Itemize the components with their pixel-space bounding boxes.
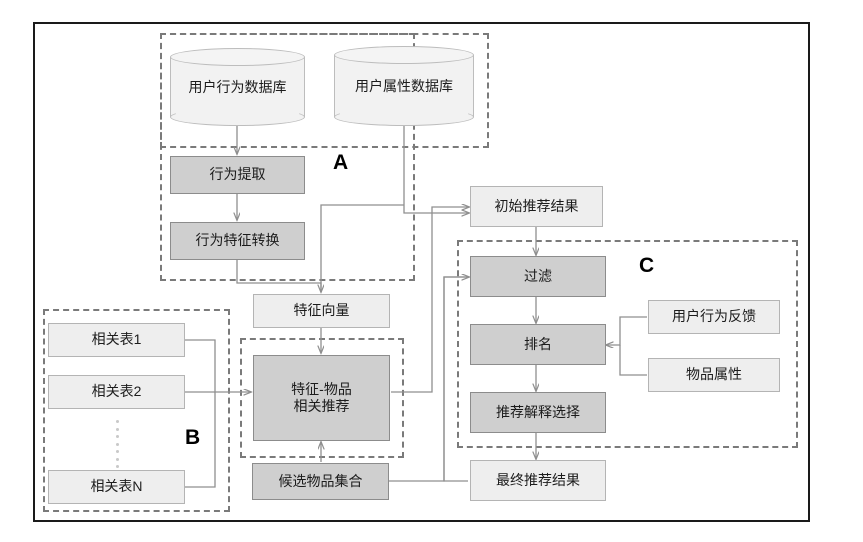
node-feature-item-recommend: 特征-物品 相关推荐 [253, 355, 390, 441]
group-label-a: A [333, 151, 349, 174]
node-final-recommend-result: 最终推荐结果 [470, 460, 606, 501]
node-user-behavior-feedback: 用户行为反馈 [648, 300, 780, 334]
cylinder-body [334, 55, 474, 117]
node-behavior-extraction: 行为提取 [170, 156, 305, 194]
cylinder-bottom [334, 108, 474, 126]
node-related-table-1: 相关表1 [48, 323, 185, 357]
node-recommend-explanation-select: 推荐解释选择 [470, 392, 606, 433]
group-label-b: B [185, 426, 201, 449]
database-user-attribute: 用户属性数据库 [334, 46, 474, 126]
node-feature-vector: 特征向量 [253, 294, 390, 328]
cylinder-top [334, 46, 474, 64]
node-candidate-item-set: 候选物品集合 [252, 463, 389, 500]
node-feature-item-recommend-line1: 特征-物品 [291, 380, 352, 397]
group-label-c: C [639, 254, 655, 277]
group-box-b [43, 309, 230, 512]
database-user-behavior-label: 用户行为数据库 [188, 79, 287, 95]
node-initial-recommend-result: 初始推荐结果 [470, 186, 603, 227]
ellipsis-vertical-dots [115, 420, 119, 468]
node-related-table-2: 相关表2 [48, 375, 185, 409]
cylinder-body [170, 57, 305, 117]
database-user-behavior: 用户行为数据库 [170, 48, 305, 126]
node-ranking: 排名 [470, 324, 606, 365]
database-user-attribute-label: 用户属性数据库 [355, 78, 453, 94]
cylinder-bottom [170, 108, 305, 126]
node-feature-item-recommend-line2: 相关推荐 [293, 398, 350, 414]
node-behavior-feature-transform: 行为特征转换 [170, 222, 305, 260]
cylinder-top [170, 48, 305, 66]
node-item-attribute: 物品属性 [648, 358, 780, 392]
node-filter: 过滤 [470, 256, 606, 297]
node-related-table-n: 相关表N [48, 470, 185, 504]
